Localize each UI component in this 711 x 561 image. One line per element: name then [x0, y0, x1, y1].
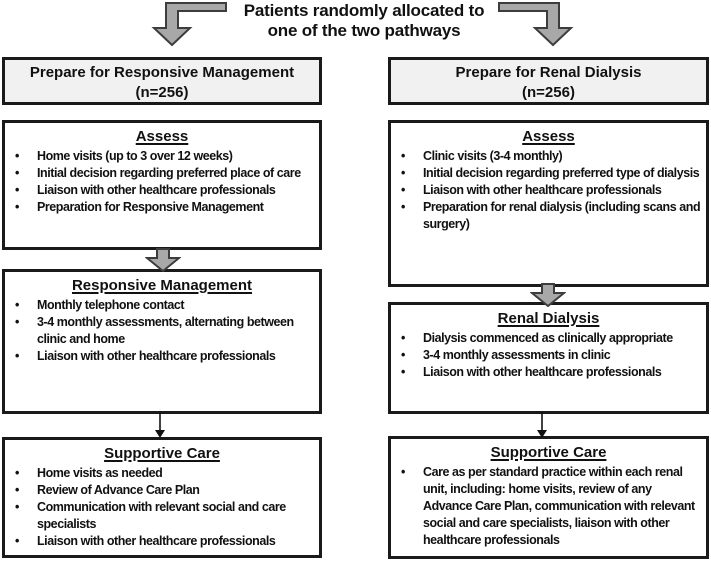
stage-title: Supportive Care [490, 444, 607, 461]
bullet-list: Care as per standard practice within eac… [391, 464, 706, 549]
allocation-arrow-left-icon [151, 2, 227, 47]
bullet-list: Home visits as needed Review of Advance … [5, 465, 319, 550]
stage-box-renal-dialysis: Renal Dialysis Dialysis commenced as cli… [388, 302, 709, 414]
allocation-title: Patients randomly allocated to one of th… [226, 1, 502, 41]
bullet-list: Clinic visits (3-4 monthly) Initial deci… [391, 148, 706, 233]
pathway-header-line1: Prepare for Renal Dialysis [455, 64, 642, 81]
bullet-item: Preparation for Responsive Management [15, 199, 315, 216]
bullet-item: Monthly telephone contact [15, 297, 315, 314]
bullet-item: 3-4 monthly assessments, alternating bet… [15, 314, 315, 348]
stage-title: Assess [522, 128, 575, 145]
bullet-item: Communication with relevant social and c… [15, 499, 315, 533]
bullet-item: Review of Advance Care Plan [15, 482, 315, 499]
stage-box-responsive-management: Responsive Management Monthly telephone … [2, 269, 322, 414]
bullet-item: Initial decision regarding preferred typ… [401, 165, 702, 182]
pathway-header-line2: (n=256) [135, 84, 189, 101]
down-block-arrow-right-icon [530, 283, 566, 307]
bullet-item: Home visits as needed [15, 465, 315, 482]
bullet-item: Care as per standard practice within eac… [401, 464, 702, 549]
down-line-arrow-left-icon [155, 412, 165, 438]
allocation-title-line1: Patients randomly allocated to [243, 1, 485, 20]
allocation-arrow-right-icon [498, 2, 574, 47]
pathway-header-line2: (n=256) [522, 84, 575, 101]
stage-title: Renal Dialysis [497, 310, 600, 327]
bullet-item: Home visits (up to 3 over 12 weeks) [15, 148, 315, 165]
pathway-header-line1: Prepare for Responsive Management [29, 64, 295, 81]
bullet-item: Liaison with other healthcare profession… [15, 182, 315, 199]
stage-box-left-assess: Assess Home visits (up to 3 over 12 week… [2, 120, 322, 250]
bullet-list: Dialysis commenced as clinically appropr… [391, 330, 706, 381]
down-block-arrow-left-icon [145, 248, 181, 272]
bullet-item: Liaison with other healthcare profession… [15, 533, 315, 550]
bullet-list: Monthly telephone contact 3-4 monthly as… [5, 297, 319, 365]
bullet-item: 3-4 monthly assessments in clinic [401, 347, 702, 364]
bullet-item: Preparation for renal dialysis (includin… [401, 199, 702, 233]
stage-title: Supportive Care [104, 445, 220, 462]
bullet-item: Liaison with other healthcare profession… [401, 364, 702, 381]
stage-box-left-supportive-care: Supportive Care Home visits as needed Re… [2, 437, 322, 558]
bullet-item: Initial decision regarding preferred pla… [15, 165, 315, 182]
stage-box-right-supportive-care: Supportive Care Care as per standard pra… [388, 436, 709, 559]
bullet-item: Liaison with other healthcare profession… [15, 348, 315, 365]
bullet-item: Clinic visits (3-4 monthly) [401, 148, 702, 165]
bullet-item: Liaison with other healthcare profession… [401, 182, 702, 199]
pathway-header-renal-dialysis: Prepare for Renal Dialysis (n=256) [388, 57, 709, 105]
stage-title: Assess [135, 128, 189, 145]
bullet-item: Dialysis commenced as clinically appropr… [401, 330, 702, 347]
stage-title: Responsive Management [71, 277, 253, 294]
pathway-header-responsive-management: Prepare for Responsive Management (n=256… [2, 57, 322, 105]
stage-box-right-assess: Assess Clinic visits (3-4 monthly) Initi… [388, 120, 709, 287]
down-line-arrow-right-icon [537, 412, 547, 438]
allocation-title-line2: one of the two pathways [267, 21, 461, 40]
bullet-list: Home visits (up to 3 over 12 weeks) Init… [5, 148, 319, 216]
